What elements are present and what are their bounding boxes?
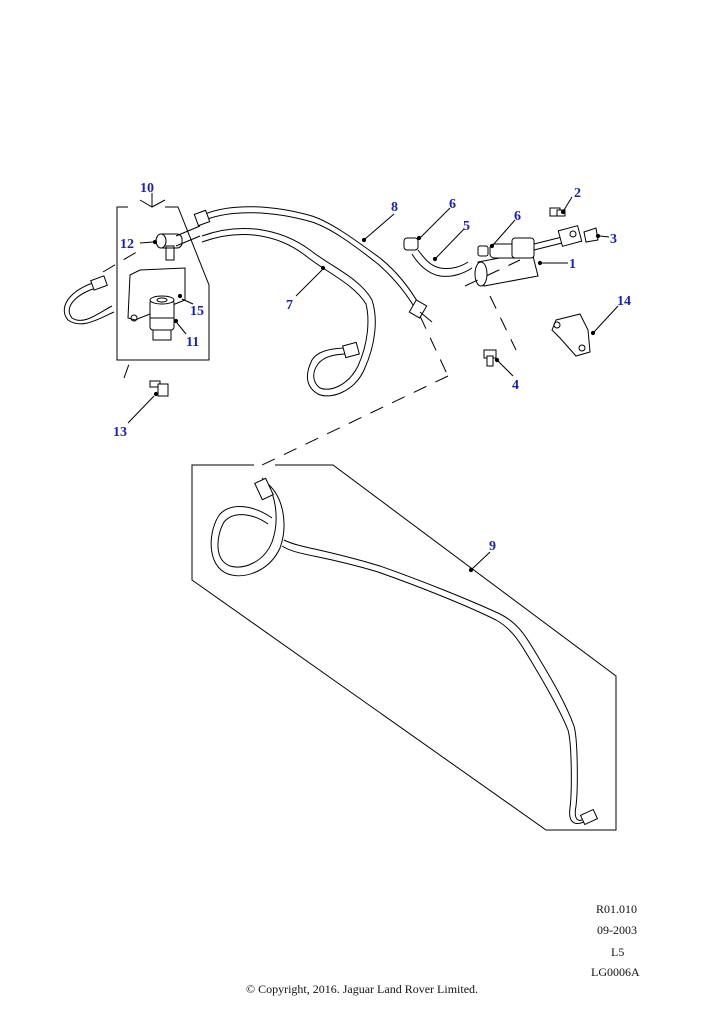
callout-12: 12 bbox=[120, 237, 134, 252]
part-4-bolt bbox=[483, 349, 497, 367]
callout-7: 7 bbox=[286, 298, 293, 313]
reservoir-bracket bbox=[127, 267, 186, 322]
part-7-pipe bbox=[201, 227, 376, 397]
callout-1: 1 bbox=[569, 257, 576, 272]
alignment-dashes bbox=[102, 249, 521, 467]
part-2-bolt bbox=[549, 207, 566, 217]
callout-5: 5 bbox=[463, 219, 470, 234]
callout-6-left: 6 bbox=[449, 197, 456, 212]
part-9-panel-outline bbox=[191, 464, 617, 831]
level-code: L5 bbox=[611, 945, 625, 959]
copyright-notice: © Copyright, 2016. Jaguar Land Rover Lim… bbox=[245, 982, 479, 996]
part-5-hose bbox=[411, 249, 473, 277]
leader-lines bbox=[127, 196, 619, 573]
part-3-clip bbox=[583, 227, 599, 243]
callout-8: 8 bbox=[391, 200, 398, 215]
reservoir-feed-hose bbox=[63, 275, 115, 325]
part-11-reservoir bbox=[149, 295, 175, 341]
part-9-pipe bbox=[210, 477, 599, 826]
part-12-connector bbox=[155, 225, 201, 261]
part-8-pipe bbox=[193, 206, 433, 323]
callout-11: 11 bbox=[186, 335, 199, 350]
callout-10: 10 bbox=[140, 181, 154, 196]
part-14-bracket bbox=[551, 313, 591, 357]
callout-4: 4 bbox=[512, 378, 519, 393]
part-13-bolt bbox=[149, 380, 169, 397]
part-6-clip-right bbox=[477, 245, 489, 257]
callout-6-right: 6 bbox=[514, 209, 521, 224]
date-code: 09-2003 bbox=[597, 923, 637, 937]
callout-2: 2 bbox=[574, 186, 581, 201]
reservoir-group-outline bbox=[116, 193, 210, 361]
callout-3: 3 bbox=[610, 232, 617, 247]
callout-9: 9 bbox=[489, 539, 496, 554]
part-1-master-cylinder bbox=[474, 225, 583, 287]
part-6-clip-left bbox=[403, 237, 419, 251]
callout-labels: 1 2 3 4 5 6 6 7 8 9 10 11 12 13 14 15 bbox=[113, 181, 631, 554]
callout-15: 15 bbox=[190, 304, 204, 319]
callout-13: 13 bbox=[113, 425, 127, 440]
callout-14: 14 bbox=[617, 294, 631, 309]
reference-code: R01.010 bbox=[596, 902, 638, 916]
drawing-code: LG0006A bbox=[591, 965, 640, 979]
